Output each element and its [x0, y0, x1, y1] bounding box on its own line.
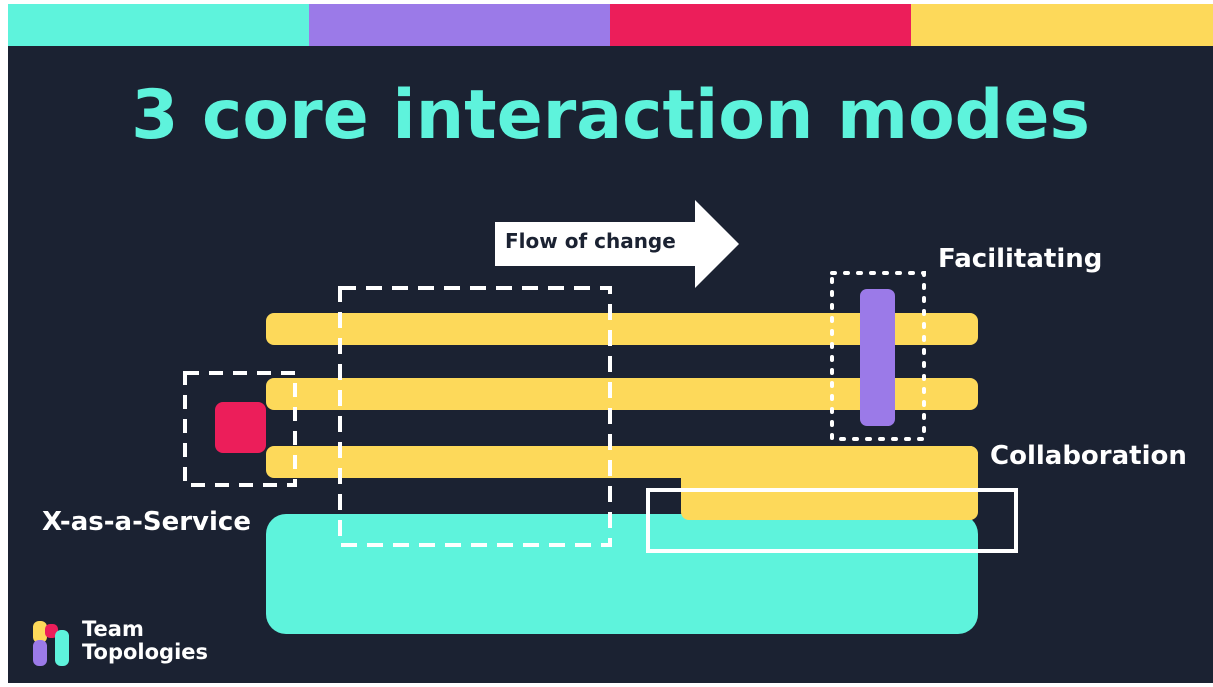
- flow-of-change-label: Flow of change: [505, 229, 676, 253]
- team-topologies-logo: Team Topologies: [82, 618, 208, 664]
- xaas-dashed-box: [183, 371, 297, 487]
- page-title: 3 core interaction modes: [131, 76, 1090, 155]
- logo-line-1: Team: [82, 617, 144, 641]
- flow-dashed-box: [338, 286, 612, 547]
- flow-arrow: [495, 200, 739, 288]
- collaboration-box: [646, 488, 1018, 553]
- complicated-subsystem-square: [215, 402, 266, 453]
- interaction-modes-diagram: [33, 200, 1018, 666]
- stream-team-bar-3-extension: [681, 446, 978, 520]
- platform-team-block: [266, 514, 978, 634]
- facilitating-label: Facilitating: [938, 244, 1103, 274]
- collaboration-label: Collaboration: [990, 441, 1187, 471]
- slide: 3 core interaction modes Flow of change: [8, 4, 1213, 683]
- stripe-teal: [8, 4, 309, 46]
- stream-team-bar-1: [266, 313, 978, 345]
- stripe-purple: [309, 4, 610, 46]
- stream-team-bar-2: [266, 378, 978, 410]
- enabling-team-bar: [860, 289, 895, 426]
- stripe-magenta: [610, 4, 911, 46]
- facilitating-dotted-box: [830, 271, 926, 441]
- stripe-yellow: [911, 4, 1213, 46]
- logo-line-2: Topologies: [82, 640, 209, 664]
- team-topologies-logo-icon: [33, 621, 69, 666]
- xaas-label: X-as-a-Service: [42, 507, 251, 537]
